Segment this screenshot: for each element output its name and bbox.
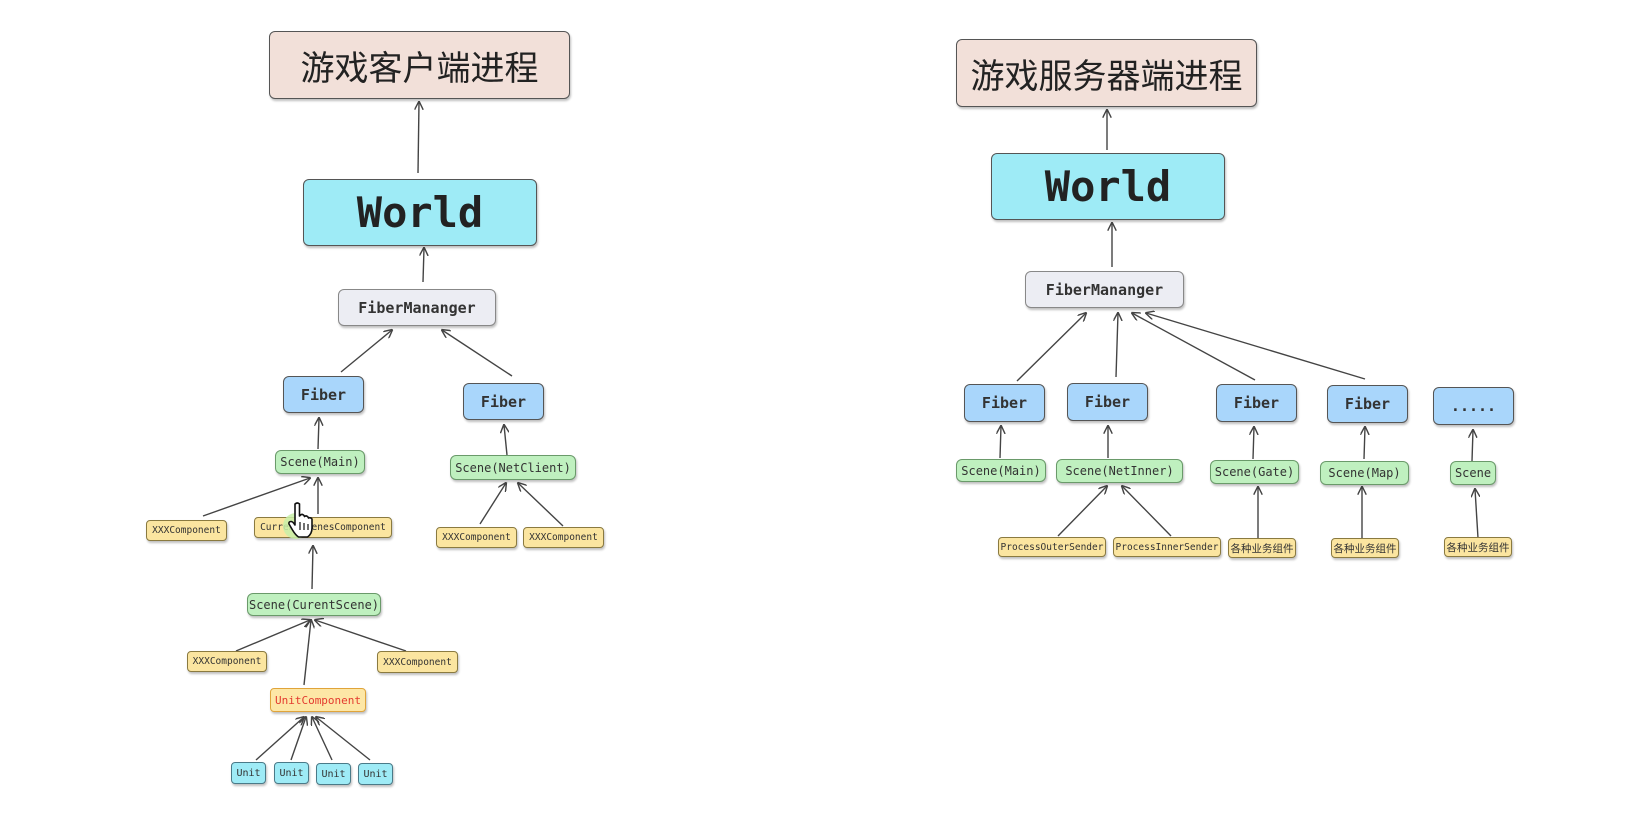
server-process-inner-sender: ProcessInnerSender (1113, 537, 1221, 557)
server-scene-gate-box: Scene(Gate) (1210, 460, 1299, 484)
edge-server-outer-to-scene2 (1057, 486, 1107, 537)
server-business-component-3: 各种业务组件 (1444, 537, 1512, 557)
client-xxx-component-2: XXXComponent (436, 527, 517, 548)
client-world-box: World (303, 179, 537, 246)
server-process-outer-sender: ProcessOuterSender (998, 537, 1106, 557)
edge-server-scene4-to-fiber4 (1364, 427, 1365, 460)
server-business-component-2: 各种业务组件 (1331, 538, 1399, 558)
server-fiber-more-box: ..... (1433, 387, 1514, 425)
server-fiber-manager-box: FiberMananger (1025, 271, 1184, 308)
edge-client-scene-net-to-fiber2 (504, 425, 507, 456)
client-fiber-netclient-box: Fiber (463, 383, 544, 420)
client-fiber-manager-box: FiberMananger (338, 289, 496, 326)
edge-client-world-to-process (418, 102, 419, 174)
server-fiber-gate-box: Fiber (1216, 384, 1297, 422)
server-business-component-1: 各种业务组件 (1228, 538, 1296, 558)
server-scene-map-box: Scene(Map) (1320, 461, 1409, 485)
edge-client-fiber1-to-fm (340, 330, 392, 373)
client-unit-4: Unit (358, 763, 393, 785)
client-scene-main-box: Scene(Main) (275, 450, 365, 474)
client-scene-current-box: Scene(CurentScene) (247, 593, 381, 616)
client-unit-3: Unit (316, 763, 351, 785)
edge-server-biz3-to-scene5 (1475, 489, 1478, 539)
edge-client-fm-to-world (423, 248, 424, 283)
edge-server-inner-to-scene2 (1122, 486, 1172, 537)
server-process-box: 游戏服务器端进程 (956, 39, 1257, 107)
server-world-box: World (991, 153, 1225, 220)
edge-client-unit4-to-unitcomp (316, 717, 371, 761)
client-unit-2: Unit (274, 762, 309, 784)
hand-pointer-icon (283, 502, 313, 539)
edge-client-unit1-to-unitcomp (255, 717, 304, 761)
client-unit-component: UnitComponent (270, 688, 366, 712)
server-fiber-map-box: Fiber (1327, 385, 1408, 423)
edge-client-unitcomp-to-current-scene (303, 620, 311, 686)
client-unit-1: Unit (231, 762, 266, 784)
edge-server-fiber1-to-fm (1016, 313, 1086, 382)
server-scene-main-box: Scene(Main) (956, 459, 1046, 482)
edge-server-fiber4-to-fm (1146, 313, 1366, 380)
client-xxx-component-4: XXXComponent (187, 651, 267, 672)
edge-client-unit3-to-unitcomp (312, 717, 333, 761)
edge-server-scene3-to-fiber3 (1253, 427, 1254, 460)
edge-client-current-scene-to-current (312, 546, 313, 590)
server-scene-generic-box: Scene (1450, 461, 1496, 485)
edge-client-fiber2-to-fm (442, 330, 513, 377)
client-process-box: 游戏客户端进程 (269, 31, 570, 99)
server-fiber-main-box: Fiber (964, 384, 1045, 422)
client-scene-netclient-box: Scene(NetClient) (450, 455, 576, 480)
edge-client-xxx3-to-scene-net (518, 483, 564, 527)
edge-server-scene5-to-fiber5 (1472, 430, 1473, 462)
client-xxx-component-3: XXXComponent (523, 527, 604, 548)
server-fiber-netinner-box: Fiber (1067, 383, 1148, 421)
edge-client-scene-main-to-fiber1 (318, 418, 319, 450)
client-fiber-main-box: Fiber (283, 376, 364, 413)
server-scene-netinner-box: Scene(NetInner) (1056, 459, 1183, 483)
client-current-scenes-component: CurrentScenesComponent (254, 517, 392, 538)
edge-server-scene1-to-fiber1 (1000, 426, 1001, 459)
edge-client-unit2-to-unitcomp (290, 717, 306, 761)
edge-client-xxx2-to-scene-net (479, 483, 506, 525)
client-xxx-component-5: XXXComponent (377, 651, 458, 673)
client-xxx-component-1: XXXComponent (146, 520, 227, 541)
edge-client-xxx4-to-current-scene (235, 620, 310, 652)
edge-server-fiber3-to-fm (1132, 313, 1256, 381)
edge-server-fiber2-to-fm (1116, 313, 1118, 378)
edge-client-xxx5-to-current-scene (315, 620, 407, 652)
